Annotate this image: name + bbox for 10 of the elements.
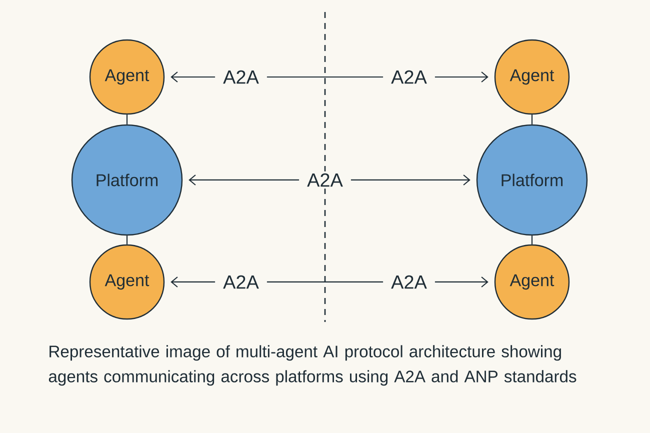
connector-line [126, 114, 128, 124]
connector-line [126, 236, 128, 244]
caption: Representative image of multi-agent AI protocol architecture showing agents communicating across platforms using A2A and ANP standards [48, 345, 576, 386]
connector-line [531, 236, 533, 244]
edge-label: A2A [215, 68, 267, 86]
protocol-label: A2A [383, 68, 435, 86]
connector-line [531, 114, 533, 124]
edge-label: A2A [215, 273, 267, 291]
protocol-label: A2A [383, 273, 435, 291]
edge-label: A2A [299, 171, 351, 189]
